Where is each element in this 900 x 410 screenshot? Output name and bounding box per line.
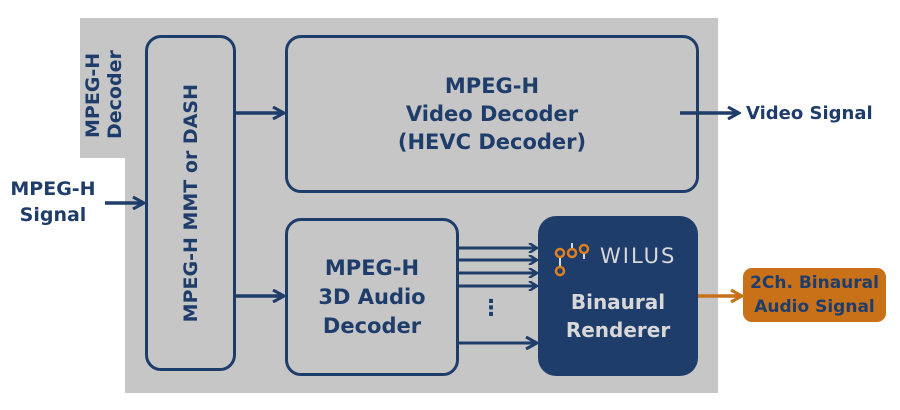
binaural-audio-output-box: 2Ch. Binaural Audio Signal: [743, 268, 886, 322]
transport-block: MPEG-H MMT or DASH: [145, 35, 236, 371]
audio-decoder-line1: MPEG-H: [324, 255, 420, 280]
wilus-logo: WILUS: [554, 240, 684, 280]
channel-ellipsis: ⋮: [480, 296, 502, 321]
input-signal-label: MPEG-H Signal: [4, 176, 102, 228]
wilus-brand-text: WILUS: [600, 244, 677, 268]
video-decoder-line2: Video Decoder: [405, 102, 579, 126]
renderer-title: Binaural Renderer: [538, 288, 698, 344]
renderer-title-line2: Renderer: [565, 318, 671, 342]
wilus-logo-icon: [554, 243, 590, 277]
audio-output-line1: 2Ch. Binaural: [750, 273, 879, 293]
video-signal-label: Video Signal: [746, 103, 873, 124]
video-decoder-line3: (HEVC Decoder): [397, 130, 587, 154]
audio-decoder-line2: 3D Audio: [318, 284, 426, 309]
input-signal-line1: MPEG-H: [10, 178, 96, 200]
input-signal-line2: Signal: [19, 204, 87, 226]
audio-decoder-block: MPEG-H 3D Audio Decoder: [285, 218, 459, 376]
decoder-panel-top: [80, 18, 718, 158]
audio-output-line2: Audio Signal: [754, 297, 875, 317]
renderer-title-line1: Binaural: [570, 290, 666, 314]
audio-decoder-line3: Decoder: [322, 313, 422, 338]
binaural-renderer-block: WILUS Binaural Renderer: [538, 216, 698, 376]
video-decoder-line1: MPEG-H: [444, 74, 540, 98]
